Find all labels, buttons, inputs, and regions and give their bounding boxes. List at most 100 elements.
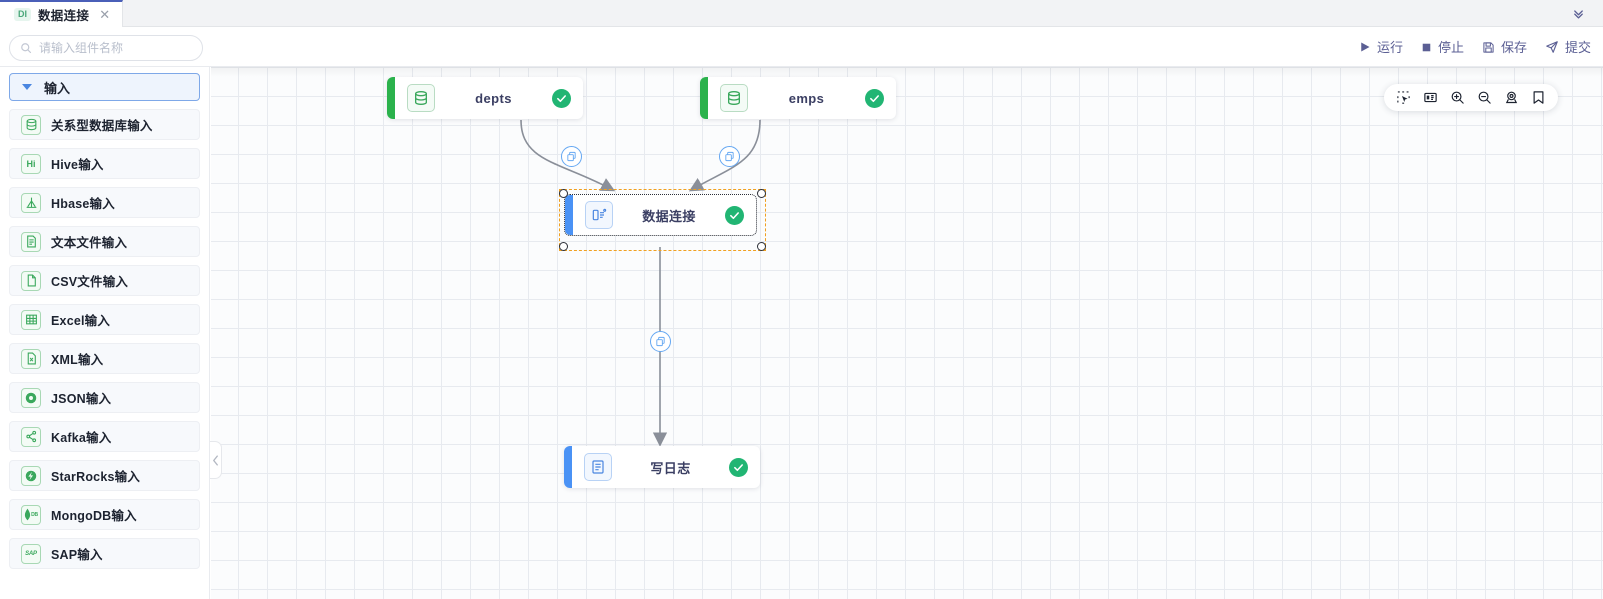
edge-depts-to-join: [520, 119, 616, 192]
sidebar-item-kafka-input[interactable]: Kafka输入: [9, 421, 200, 452]
edge-badge-emps-join[interactable]: [719, 146, 740, 167]
starrocks-icon: [21, 465, 41, 486]
search-box[interactable]: [9, 35, 203, 61]
sidebar-item-hive-input[interactable]: Hi Hive输入: [9, 148, 200, 179]
sidebar-item-label: CSV文件输入: [51, 275, 129, 289]
stop-icon: [1422, 43, 1431, 51]
node-accent-bar: [564, 446, 572, 488]
marquee-select-icon: [1397, 91, 1410, 104]
sidebar-item-label: Excel输入: [51, 314, 111, 328]
node-title: emps: [788, 90, 825, 106]
sidebar-item-text-file-input[interactable]: 文本文件输入: [9, 226, 200, 257]
resize-handle-bottom-right[interactable]: [757, 242, 766, 251]
zoom-in-icon: [1451, 91, 1464, 104]
zoom-out-tool[interactable]: [1471, 84, 1498, 111]
sidebar-item-starrocks-input[interactable]: StarRocks输入: [9, 460, 200, 491]
sidebar-item-hbase-input[interactable]: Hbase输入: [9, 187, 200, 218]
excel-icon: [21, 309, 41, 330]
stop-button[interactable]: 停止: [1421, 41, 1464, 54]
node-emps[interactable]: emps: [700, 77, 896, 119]
node-title: 数据连接: [642, 208, 696, 224]
sidebar-group-label: 输入: [44, 80, 71, 96]
status-badge-success: [729, 457, 748, 477]
sidebar-item-label: Hbase输入: [51, 197, 115, 211]
sidebar-item-mongodb-input[interactable]: DB MongoDB输入: [9, 499, 200, 530]
sidebar-item-label: 文本文件输入: [51, 236, 128, 250]
sidebar-item-sap-input[interactable]: SAP SAP输入: [9, 538, 200, 569]
sidebar-item-rdb-input[interactable]: 关系型数据库输入: [9, 109, 200, 140]
close-icon[interactable]: ✕: [99, 7, 111, 22]
toolbar-row: 运行 停止 保存 提交: [0, 27, 1603, 67]
sidebar-item-excel-input[interactable]: Excel输入: [9, 304, 200, 335]
sidebar-item-csv-file-input[interactable]: CSV文件输入: [9, 265, 200, 296]
save-button[interactable]: 保存: [1482, 41, 1527, 54]
canvas-toolbar: [1384, 84, 1558, 111]
node-title: 写日志: [650, 460, 691, 476]
submit-button[interactable]: 提交: [1545, 40, 1591, 54]
search-icon: [21, 43, 32, 54]
kafka-icon: [21, 426, 41, 447]
node-accent-bar: [387, 77, 395, 119]
node-body: emps: [708, 77, 896, 119]
tab-data-connection[interactable]: DI 数据连接 ✕: [0, 0, 124, 27]
tab-type-badge: DI: [14, 8, 31, 21]
edge-badge-depts-join[interactable]: [561, 146, 582, 167]
resize-handle-top-right[interactable]: [757, 189, 766, 198]
sidebar-item-xml-input[interactable]: XML输入: [9, 343, 200, 374]
text-file-icon: [21, 231, 41, 252]
resize-handle-bottom-left[interactable]: [559, 242, 568, 251]
copy-icon: [725, 151, 734, 162]
node-write-log[interactable]: 写日志: [564, 446, 760, 488]
sidebar-item-label: MongoDB输入: [51, 509, 137, 523]
stop-button-label: 停止: [1437, 39, 1464, 55]
node-accent-bar: [700, 77, 708, 119]
node-accent-bar: [565, 195, 573, 235]
search-input[interactable]: [39, 41, 189, 55]
hive-icon: Hi: [21, 153, 41, 174]
double-chevron-down-icon[interactable]: [1563, 0, 1593, 27]
sidebar-item-label: Hive输入: [51, 158, 104, 172]
run-button-label: 运行: [1376, 39, 1403, 55]
run-button[interactable]: 运行: [1359, 41, 1403, 54]
status-badge-success: [865, 88, 884, 108]
edge-layer: [520, 119, 761, 447]
sidebar-item-label: SAP输入: [51, 548, 103, 562]
status-badge-success: [552, 88, 571, 108]
database-icon: [21, 114, 41, 135]
minimap-tool[interactable]: [1417, 84, 1444, 111]
fit-view-tool[interactable]: [1498, 84, 1525, 111]
tab-bar: DI 数据连接 ✕: [0, 0, 1603, 27]
node-body: 数据连接: [573, 195, 756, 235]
resize-handle-top-left[interactable]: [559, 189, 568, 198]
bookmark-icon: [1533, 91, 1544, 104]
sidebar-group-input[interactable]: 输入: [9, 73, 200, 101]
sidebar-item-label: StarRocks输入: [51, 470, 141, 484]
marquee-select-tool[interactable]: [1390, 84, 1417, 111]
sidebar-collapse-handle[interactable]: [210, 441, 222, 479]
node-data-connection[interactable]: 数据连接: [564, 194, 757, 236]
submit-button-label: 提交: [1564, 39, 1591, 55]
fit-view-icon: [1505, 91, 1518, 104]
zoom-out-icon: [1478, 91, 1491, 104]
status-badge-success: [725, 205, 744, 225]
zoom-in-tool[interactable]: [1444, 84, 1471, 111]
sidebar-item-json-input[interactable]: JSON输入: [9, 382, 200, 413]
node-body: 写日志: [572, 446, 760, 488]
save-button-label: 保存: [1500, 39, 1527, 55]
xml-file-icon: [21, 348, 41, 369]
csv-file-icon: [21, 270, 41, 291]
copy-icon: [567, 151, 576, 162]
data-join-icon: [585, 201, 613, 229]
node-depts[interactable]: depts: [387, 77, 583, 119]
node-title: depts: [475, 90, 512, 106]
flow-canvas[interactable]: depts emps: [211, 67, 1603, 599]
edge-emps-to-join: [688, 119, 761, 192]
sap-icon: SAP: [21, 543, 41, 564]
sidebar-item-label: Kafka输入: [51, 431, 112, 445]
bookmark-tool[interactable]: [1525, 84, 1552, 111]
mongodb-icon: DB: [21, 504, 41, 525]
edge-badge-join-writelog[interactable]: [650, 331, 671, 352]
log-icon: [584, 453, 612, 481]
minimap-icon: [1424, 92, 1437, 103]
